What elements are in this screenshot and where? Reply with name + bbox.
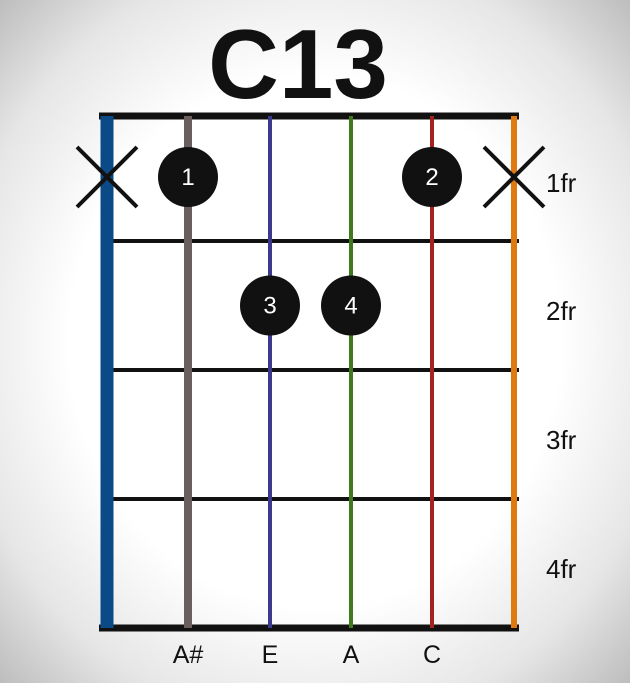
finger-number: 4 — [344, 293, 357, 320]
muted-x-icon — [482, 145, 546, 209]
finger-number: 2 — [425, 164, 438, 191]
finger-dot-4: 4 — [321, 275, 381, 336]
fret-labels: 1fr 2fr 3fr 4fr — [546, 168, 577, 584]
finger-dot-1: 1 — [158, 147, 218, 207]
finger-dot-circle — [158, 147, 218, 207]
fret-lines — [99, 112, 519, 632]
chord-title: C13 — [208, 9, 388, 119]
note-label-2: A# — [173, 641, 204, 669]
muted-x-stroke — [75, 145, 139, 209]
note-label-3: E — [262, 641, 279, 669]
finger-number: 1 — [181, 164, 194, 191]
fret-label-4: 4fr — [546, 554, 577, 584]
finger-dots: 1 2 3 4 — [158, 147, 462, 336]
muted-x-icon — [75, 145, 139, 209]
muted-markers — [75, 145, 546, 209]
note-labels: A# E A C — [173, 641, 441, 669]
finger-dot-circle — [402, 147, 462, 207]
muted-x-stroke — [482, 145, 546, 209]
finger-dot-3: 3 — [240, 275, 300, 336]
note-label-4: A — [343, 641, 360, 669]
finger-dot-circle — [240, 275, 300, 336]
fret-label-1: 1fr — [546, 168, 577, 198]
finger-dot-2: 2 — [402, 147, 462, 207]
note-label-5: C — [423, 641, 441, 669]
finger-number: 3 — [263, 293, 276, 320]
fret-label-3: 3fr — [546, 425, 577, 455]
finger-dot-circle — [321, 275, 381, 336]
fret-label-2: 2fr — [546, 296, 577, 326]
